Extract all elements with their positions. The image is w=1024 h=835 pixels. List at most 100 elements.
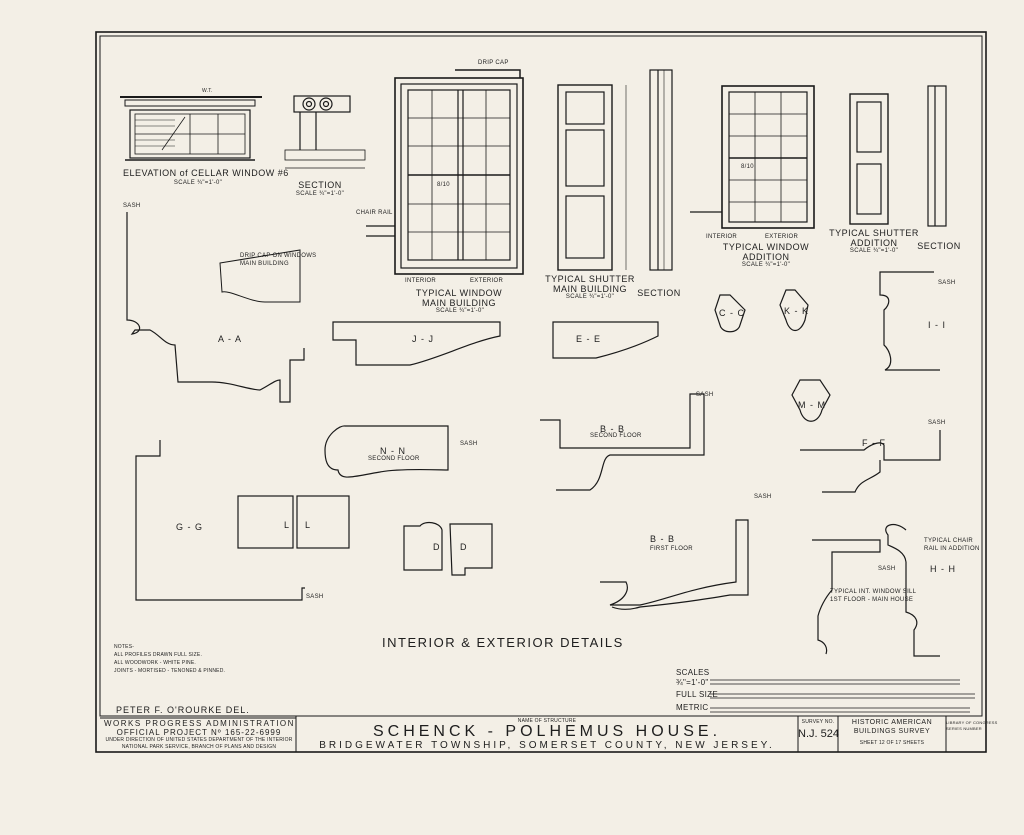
sash-label-nn: SASH	[460, 441, 478, 447]
main-window-elevation	[366, 69, 524, 275]
wpa-line-3: UNDER DIRECTION OF UNITED STATES DEPARTM…	[105, 737, 293, 743]
profile-mm-label: M - M	[798, 400, 826, 410]
note-line-1: ALL PROFILES DRAWN FULL SIZE.	[114, 652, 203, 658]
main-shutter-section-title: SECTION	[637, 288, 681, 298]
profile-ff-label: F - F	[862, 438, 886, 448]
profile-ii-label: I - I	[928, 320, 946, 330]
profile-bb-second	[540, 393, 705, 491]
delineator-credit: PETER F. O'ROURKE DEL.	[116, 705, 250, 715]
scale-full-size-label: FULL SIZE	[676, 690, 718, 699]
profile-ee	[552, 321, 659, 359]
main-shutter-elevation	[557, 84, 627, 271]
profile-ee-label: E - E	[576, 334, 602, 344]
main-shutter-section	[649, 69, 673, 271]
cellar-window-scale: SCALE ¾"=1'-0"	[173, 180, 223, 186]
profile-jj	[332, 321, 501, 366]
profile-kk-label: K - K	[784, 306, 810, 316]
profile-d-right-label: D	[460, 542, 468, 552]
sash-label-gg: SASH	[306, 594, 324, 600]
loc-stamp-line-1: LIBRARY OF CONGRESS	[946, 720, 998, 725]
drip-cap-label: DRIP CAP	[478, 60, 509, 66]
sash-label-bb-second: SASH	[696, 392, 714, 398]
profile-bb-second-label: B - B	[600, 424, 626, 434]
profile-kk	[779, 289, 809, 332]
sheet-main-title: INTERIOR & EXTERIOR DETAILS	[382, 635, 624, 650]
addition-shutter-section	[927, 85, 947, 227]
addition-window-subtitle: ADDITION	[742, 252, 790, 262]
notes-heading: NOTES-	[114, 644, 135, 650]
profile-d-left-label: D	[433, 542, 441, 552]
scale-metric-label: METRIC	[676, 703, 709, 712]
structure-name-label: NAME OF STRUCTURE	[517, 718, 577, 724]
main-interior-label: INTERIOR	[405, 278, 437, 284]
profile-bb-first-label: B - B	[650, 534, 676, 544]
profile-l-left	[237, 495, 294, 549]
chair-rail-addition-note: TYPICAL CHAIR RAIL IN ADDITION	[924, 538, 980, 552]
profile-gg	[135, 440, 305, 601]
profile-ii	[879, 271, 940, 371]
main-shutter-title: TYPICAL SHUTTER	[545, 274, 635, 284]
main-window-pane-label: 8/10	[437, 182, 450, 188]
note-line-3: JOINTS - MORTISED - TENONED & PINNED.	[114, 668, 226, 674]
wpa-line-4: NATIONAL PARK SERVICE, BRANCH OF PLANS A…	[121, 744, 277, 750]
main-window-title: TYPICAL WINDOW	[415, 288, 503, 298]
main-shutter-scale: SCALE ¾"=1'-0"	[565, 294, 615, 300]
scales-heading: SCALES	[676, 668, 710, 677]
sash-label-ii: SASH	[938, 280, 956, 286]
addition-window-title: TYPICAL WINDOW	[722, 242, 810, 252]
main-window-scale: SCALE ¾"=1'-0"	[435, 308, 485, 314]
profile-l-right-label: L	[305, 520, 312, 530]
structure-location: BRIDGEWATER TOWNSHIP, SOMERSET COUNTY, N…	[319, 740, 775, 751]
drip-cap-note: DRIP CAP ON WINDOWS MAIN BUILDING	[240, 253, 317, 267]
sash-label-sill: SASH	[878, 566, 896, 572]
main-shutter-subtitle: MAIN BUILDING	[552, 284, 627, 294]
cellar-section-title: SECTION	[298, 180, 342, 190]
profile-nn-sublabel: SECOND FLOOR	[368, 456, 420, 462]
sheet-border-outer	[95, 31, 987, 753]
profile-bb-second-sublabel: SECOND FLOOR	[590, 433, 642, 439]
survey-number-label: SURVEY NO.	[801, 719, 835, 725]
profile-d-right	[449, 523, 493, 576]
profile-bb-first-sublabel: FIRST FLOOR	[650, 546, 693, 552]
window-sill-note: TYPICAL INT. WINDOW SILL 1ST FLOOR - MAI…	[830, 589, 917, 603]
profile-nn	[324, 425, 449, 478]
profile-hh	[885, 523, 940, 657]
addition-window-pane-label: 8/10	[741, 164, 754, 170]
scale-bars	[710, 679, 975, 713]
sash-label-ff: SASH	[928, 420, 946, 426]
survey-number: N.J. 524	[798, 728, 839, 740]
profile-mm	[791, 379, 831, 422]
profile-l-right	[296, 495, 350, 549]
addition-shutter-scale: SCALE ¾"=1'-0"	[849, 248, 899, 254]
habs-line-1: HISTORIC AMERICAN	[851, 719, 933, 726]
title-block	[100, 715, 982, 752]
profile-cc	[714, 294, 746, 333]
addition-window-elevation	[690, 85, 815, 229]
loc-stamp-line-2: SERIES NUMBER	[946, 726, 982, 731]
cellar-window-section	[284, 95, 366, 169]
profile-aa-label: A - A	[218, 334, 243, 344]
profile-jj-label: J - J	[412, 334, 434, 344]
addition-window-scale: SCALE ¾"=1'-0"	[741, 262, 791, 268]
structure-name: SCHENCK - POLHEMUS HOUSE.	[372, 723, 722, 740]
addition-shutter-title: TYPICAL SHUTTER	[829, 228, 919, 238]
profile-bb-first	[600, 519, 749, 610]
profile-cc-label: C - C	[719, 308, 745, 318]
main-exterior-label: EXTERIOR	[470, 278, 504, 284]
profile-nn-label: N - N	[380, 446, 406, 456]
habs-line-2: BUILDINGS SURVEY	[853, 728, 931, 735]
addition-shutter-subtitle: ADDITION	[850, 238, 898, 248]
addition-interior-label: INTERIOR	[706, 234, 738, 240]
scale-3-4-label: ¾"=1'-0"	[676, 678, 709, 687]
cellar-window-dim: W.T.	[202, 88, 213, 94]
cellar-section-scale: SCALE ¾"=1'-0"	[295, 191, 345, 197]
profile-aa	[126, 212, 305, 403]
addition-exterior-label: EXTERIOR	[765, 234, 799, 240]
profile-l-left-label: L	[284, 520, 291, 530]
profile-ff	[800, 430, 941, 493]
profile-hh-label: H - H	[930, 564, 956, 574]
cellar-window-title: ELEVATION of CELLAR WINDOW #6	[123, 168, 289, 178]
sheet-number: SHEET 12 OF 17 SHEETS	[859, 740, 925, 746]
addition-shutter-section-title: SECTION	[917, 241, 961, 251]
